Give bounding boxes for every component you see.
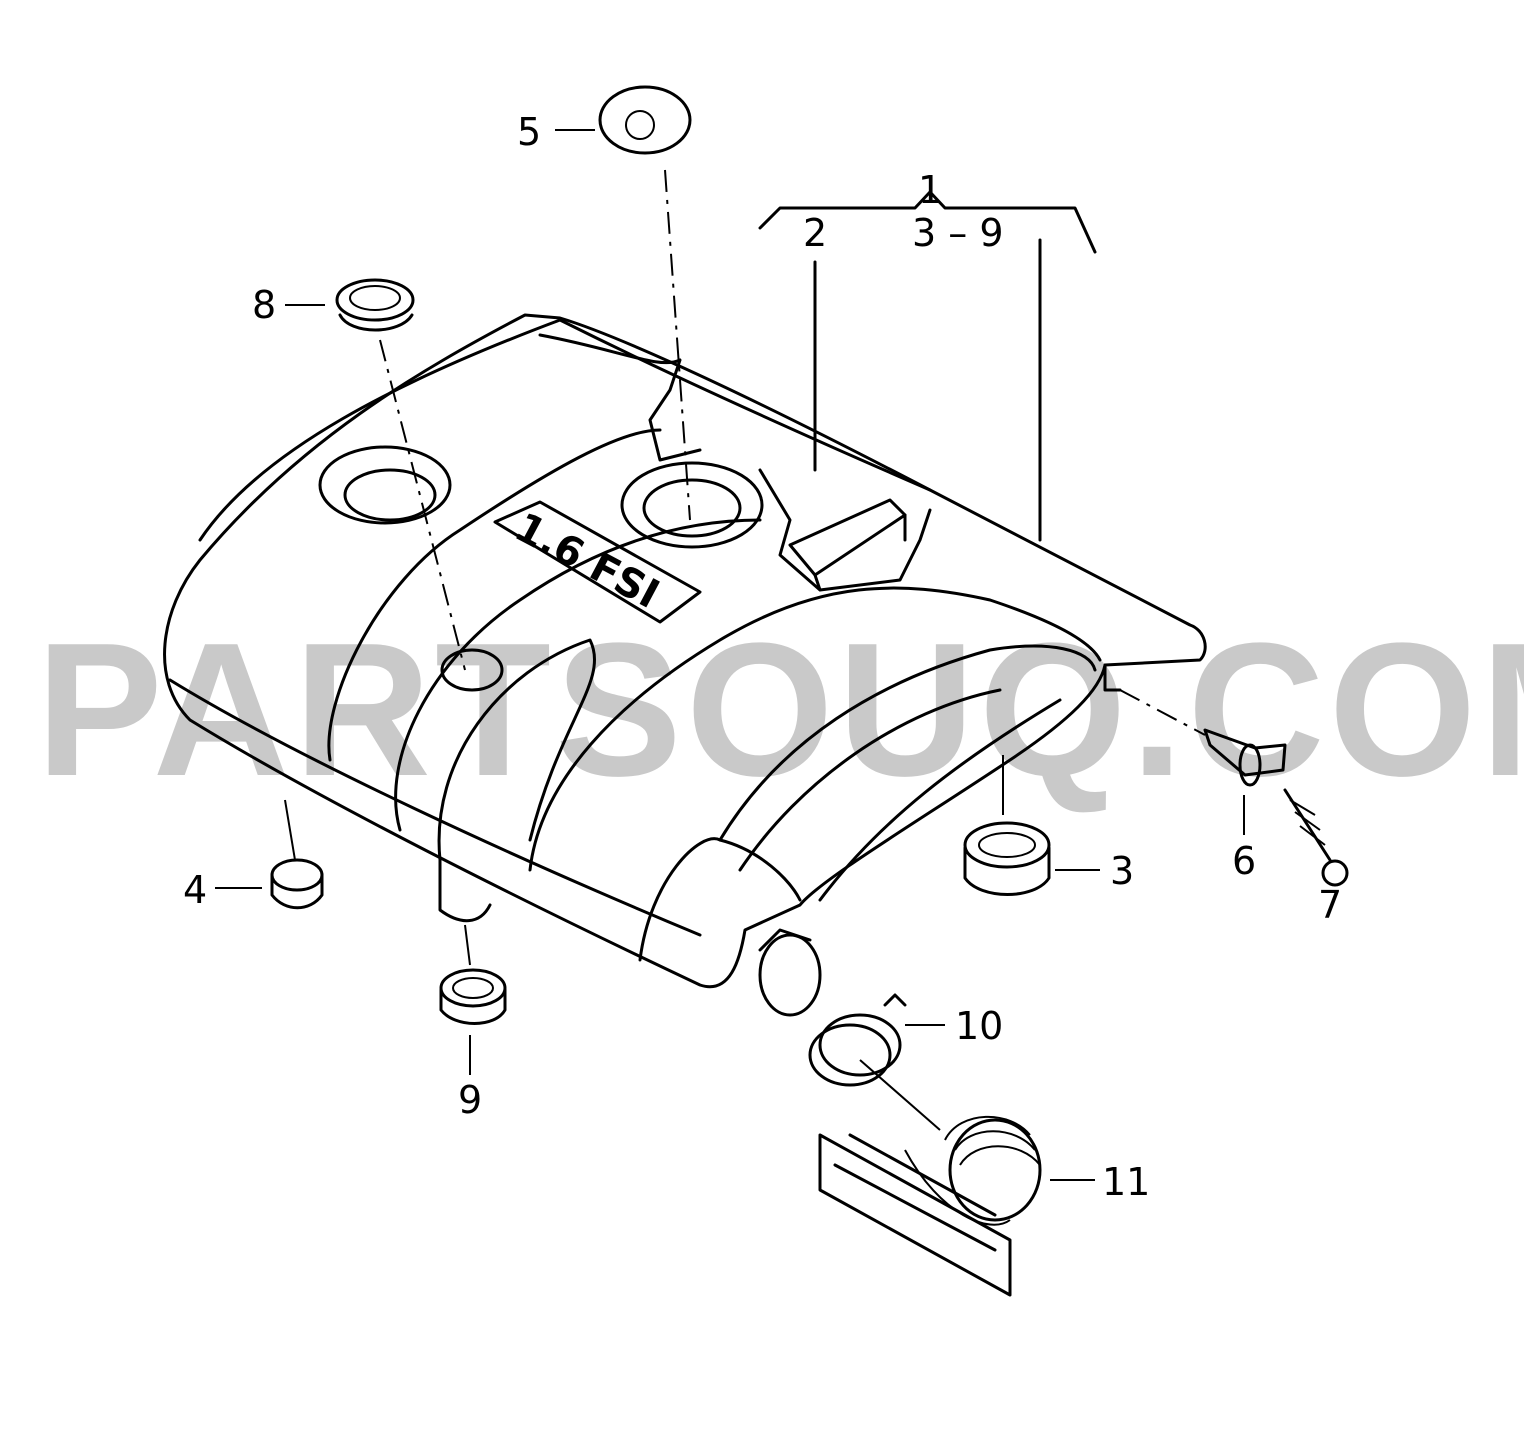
callout-3: 3 <box>1110 849 1134 893</box>
assembly-bracket <box>758 190 1097 542</box>
emblem-part-5 <box>598 85 692 521</box>
grommet-part-8 <box>335 278 466 671</box>
callout-8: 8 <box>252 283 276 327</box>
callout-2: 2 <box>803 211 827 255</box>
grommet-part-3 <box>963 755 1051 896</box>
callout-7: 7 <box>1318 883 1342 927</box>
callout-9: 9 <box>458 1078 482 1122</box>
clamp-part-10 <box>758 928 945 1087</box>
grommet-part-9 <box>439 924 507 1075</box>
pin-part-6 <box>1119 689 1287 835</box>
callout-10: 10 <box>955 1004 1003 1048</box>
air-duct-part-11 <box>818 1059 1095 1297</box>
callout-11: 11 <box>1102 1160 1150 1204</box>
screw-part-7 <box>1283 788 1349 887</box>
callout-5: 5 <box>517 110 541 154</box>
callout-4: 4 <box>183 868 207 912</box>
grommet-part-4 <box>270 799 324 910</box>
callout-3-9: 3 – 9 <box>912 211 1004 255</box>
watermark: PARTSOUQ.COM <box>36 604 1524 816</box>
leader-lines <box>215 129 1100 889</box>
callout-1: 1 <box>918 168 942 212</box>
callout-6: 6 <box>1232 839 1256 883</box>
